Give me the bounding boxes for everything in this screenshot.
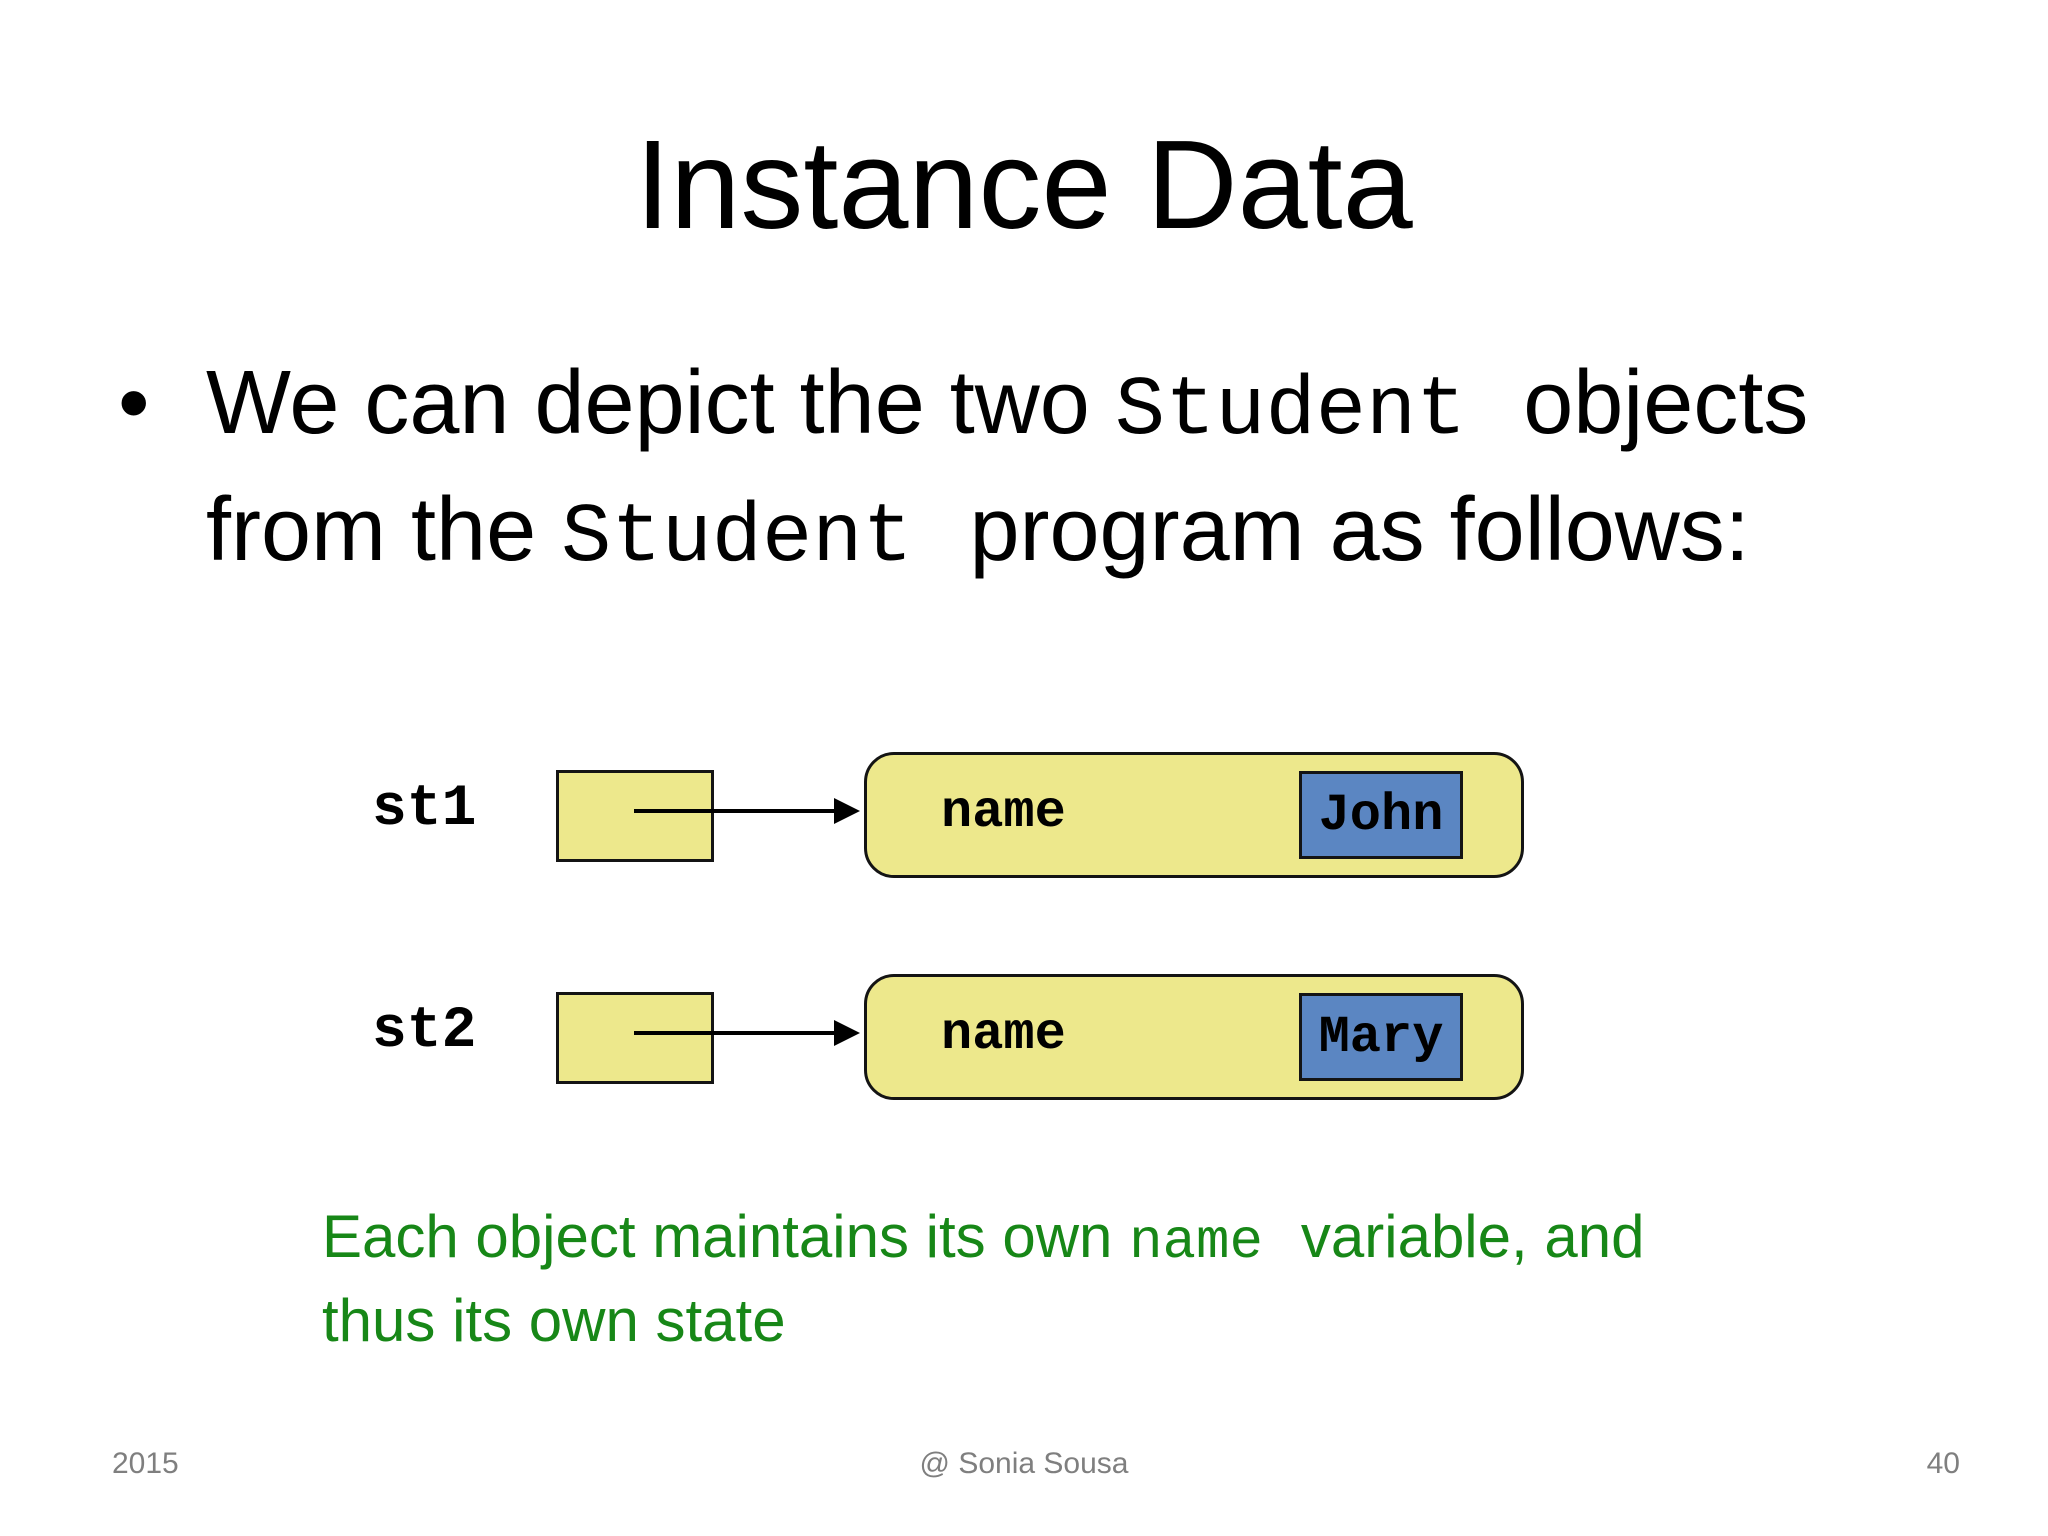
bullet-line1-code: Student xyxy=(1114,364,1467,459)
note-line-2: thus its own state xyxy=(322,1287,786,1354)
reference-box-st1 xyxy=(556,770,714,862)
reference-label-st2: st2 xyxy=(372,999,477,1064)
pointer-arrow-line-st2 xyxy=(634,1031,840,1035)
bullet-line-1: We can depict the two Student objects xyxy=(206,344,1808,471)
reference-box-st2 xyxy=(556,992,714,1084)
pointer-arrowhead-st2 xyxy=(834,1020,860,1046)
slide-title: Instance Data xyxy=(635,114,1413,255)
note-line1-text2: variable, and xyxy=(1284,1203,1645,1270)
bullet-line-2: from the Student program as follows: xyxy=(206,471,1808,598)
field-label-st2: name xyxy=(941,1005,1066,1064)
footer-author: @ Sonia Sousa xyxy=(919,1447,1129,1480)
note-line-1: Each object maintains its own name varia… xyxy=(322,1198,1822,1282)
bullet-line1-text2: objects xyxy=(1498,353,1809,453)
bullet-line2-text2: program as follows: xyxy=(944,480,1750,580)
footer-page-number: 40 xyxy=(1926,1447,1960,1480)
object-box-st2: name Mary xyxy=(864,974,1524,1100)
field-value-box-st2: Mary xyxy=(1299,993,1463,1081)
field-label-st1: name xyxy=(941,783,1066,842)
bullet-text: We can depict the two Student objects fr… xyxy=(206,344,1808,598)
pointer-arrowhead-st1 xyxy=(834,798,860,824)
bullet-line1-text: We can depict the two xyxy=(206,353,1115,453)
note-line1-text: Each object maintains its own xyxy=(322,1203,1130,1270)
diagram-row-st1: st1 name John xyxy=(0,740,2048,890)
reference-label-st1: st1 xyxy=(372,777,477,842)
note-line1-code: name xyxy=(1129,1211,1264,1274)
bullet-line2-code: Student xyxy=(561,491,913,586)
footer-year: 2015 xyxy=(112,1447,179,1480)
pointer-arrow-line-st1 xyxy=(634,809,840,813)
field-value-box-st1: John xyxy=(1299,771,1463,859)
bullet-item: • We can depict the two Student objects … xyxy=(118,344,1898,598)
object-box-st1: name John xyxy=(864,752,1524,878)
diagram-row-st2: st2 name Mary xyxy=(0,962,2048,1112)
bullet-marker: • xyxy=(118,353,150,453)
bullet-line2-text: from the xyxy=(206,480,562,580)
note-text: Each object maintains its own name varia… xyxy=(322,1198,1822,1360)
